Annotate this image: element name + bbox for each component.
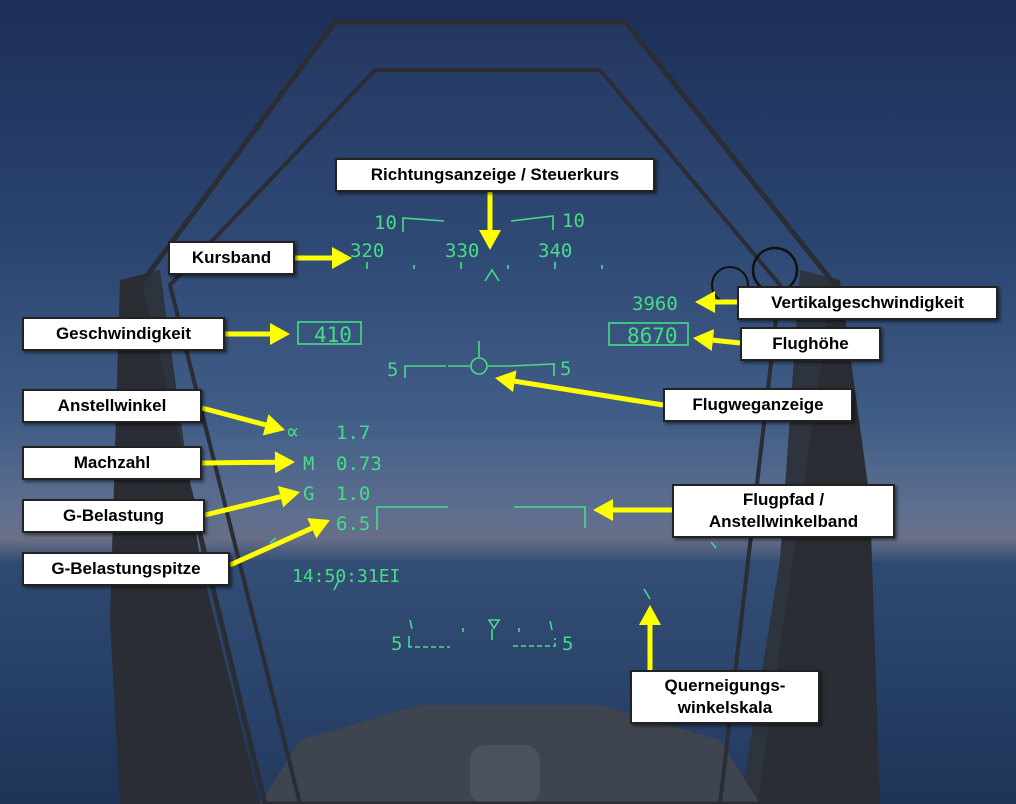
arrowhead-vertical-speed bbox=[695, 291, 715, 313]
aoa-symbol: ∝ bbox=[286, 420, 299, 445]
arrowhead-altitude bbox=[693, 329, 715, 352]
heading-caret-icon bbox=[484, 268, 500, 282]
heading-340: 340 bbox=[538, 240, 572, 262]
arrowhead-g-load bbox=[277, 486, 300, 508]
vertical-speed-readout: 3960 bbox=[632, 293, 678, 315]
label-text: Kursband bbox=[191, 248, 272, 267]
flight-path-aoa-band bbox=[376, 506, 586, 530]
mach-symbol: M bbox=[303, 453, 314, 475]
heading-330: 330 bbox=[445, 240, 479, 262]
arrowhead-flight-path-marker bbox=[495, 370, 517, 393]
label-text: Machzahl bbox=[73, 453, 151, 472]
airspeed-box bbox=[297, 321, 362, 345]
pitch-ladder-10 bbox=[402, 215, 554, 232]
arrow-altitude bbox=[712, 337, 741, 346]
bank-pointer-icon bbox=[487, 619, 501, 630]
hud-combiner-outer bbox=[137, 19, 838, 804]
label-text: G-Belastung bbox=[62, 506, 165, 525]
callout-arrows bbox=[201, 192, 741, 670]
pitch-10-right: 10 bbox=[562, 210, 585, 232]
heading-tape: 320 330 340 bbox=[350, 240, 603, 282]
g-symbol: G bbox=[303, 483, 314, 505]
pitch-low-right: 5 bbox=[562, 633, 573, 655]
label-text: Flugweganzeige bbox=[692, 395, 824, 414]
label-text: Anstellwinkelband bbox=[708, 512, 859, 531]
arrowhead-mach bbox=[274, 451, 295, 474]
label-text: Flugpfad / bbox=[742, 490, 825, 509]
arrow-mach bbox=[201, 459, 276, 466]
arrowhead-airspeed bbox=[270, 323, 290, 345]
flight-path-marker-icon bbox=[470, 357, 488, 375]
label-text: Vertikalgeschwindigkeit bbox=[771, 293, 964, 312]
label-g-peak: G-Belastungspitze bbox=[22, 552, 230, 586]
label-mach: Machzahl bbox=[22, 446, 202, 480]
label-flight-path-marker: Flugweganzeige bbox=[663, 388, 853, 422]
pitch-ladder-5 bbox=[404, 341, 555, 378]
arrow-flight-path-marker bbox=[514, 378, 664, 408]
arrowhead-flight-path-band bbox=[593, 499, 613, 521]
bank-angle-scale bbox=[269, 537, 717, 640]
heading-320: 320 bbox=[350, 240, 384, 262]
pitch-low-left: 5 bbox=[391, 633, 402, 655]
arrow-aoa bbox=[201, 405, 267, 428]
label-text: Richtungsanzeige / Steuerkurs bbox=[370, 165, 620, 184]
pitch-5-left: 5 bbox=[387, 359, 398, 381]
label-airspeed: Geschwindigkeit bbox=[22, 317, 225, 351]
label-aoa: Anstellwinkel bbox=[22, 389, 202, 423]
label-heading-indicator: Richtungsanzeige / Steuerkurs bbox=[335, 158, 655, 192]
label-g-load: G-Belastung bbox=[22, 499, 205, 533]
label-text: winkelskala bbox=[677, 698, 773, 717]
hud-combiner-inner bbox=[167, 68, 783, 804]
g-value: 1.0 bbox=[336, 483, 370, 505]
label-text: Flughöhe bbox=[772, 334, 849, 353]
altitude-readout: 8670 bbox=[627, 324, 678, 348]
arrow-g-load bbox=[204, 494, 282, 518]
label-altitude: Flughöhe bbox=[740, 327, 881, 361]
altitude-box bbox=[608, 322, 689, 346]
g-peak-value: 6.5 bbox=[336, 513, 370, 535]
arrowhead-heading-indicator bbox=[479, 230, 501, 250]
mach-value: 0.73 bbox=[336, 453, 382, 475]
stick-grip bbox=[470, 745, 540, 804]
label-text: Anstellwinkel bbox=[57, 396, 167, 415]
label-vertical-speed: Vertikalgeschwindigkeit bbox=[737, 286, 998, 320]
label-text: Geschwindigkeit bbox=[55, 324, 192, 343]
arrow-g-peak bbox=[228, 525, 313, 568]
arrowhead-g-peak bbox=[307, 518, 330, 539]
label-text: Querneigungs- bbox=[664, 676, 786, 695]
arrowhead-bank-scale bbox=[639, 605, 661, 625]
arrowhead-aoa bbox=[262, 414, 285, 436]
label-heading-tape: Kursband bbox=[168, 241, 295, 275]
arrowhead-heading-tape bbox=[332, 247, 352, 269]
pitch-5-right: 5 bbox=[560, 358, 571, 380]
label-text: G-Belastungspitze bbox=[51, 559, 201, 578]
clock-readout: 14:50:31EI bbox=[292, 566, 400, 587]
aoa-value: 1.7 bbox=[336, 422, 370, 444]
pitch-10-left: 10 bbox=[374, 212, 397, 234]
label-bank-scale: Querneigungs-winkelskala bbox=[630, 670, 820, 724]
airspeed-readout: 410 bbox=[314, 323, 352, 347]
label-flight-path-band: Flugpfad / Anstellwinkelband bbox=[672, 484, 895, 538]
